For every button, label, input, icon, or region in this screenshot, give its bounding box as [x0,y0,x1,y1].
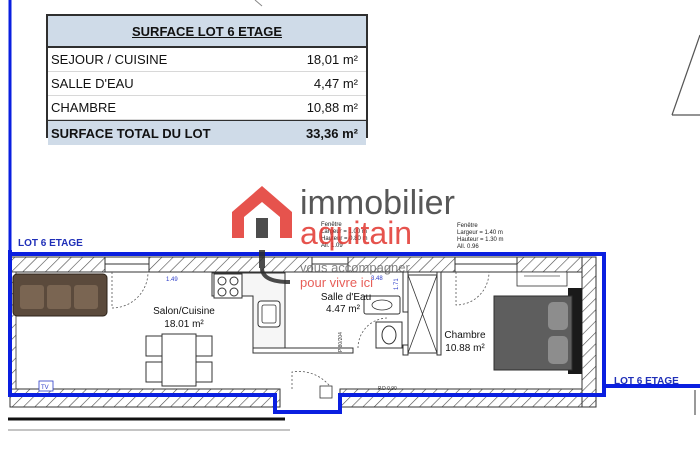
room-name-chambre: Chambre [444,330,486,341]
surface-row-label: SEJOUR / CUISINE [51,52,168,67]
window2-line2: Largeur = 1.40 m [457,230,503,236]
watermark-brand-line1: immobilier [300,184,455,222]
dim-2: 3.48 [371,276,383,282]
wardrobe [516,271,568,287]
surface-table-title: SURFACE LOT 6 ETAGE [132,23,282,39]
bath-door-swing [357,317,389,349]
top-mark [254,0,263,7]
window2-line4: All. 0.96 [457,244,479,250]
watermark-tagline2: pour vivre ici [300,275,373,290]
lot-label-left: LOT 6 ETAGE [18,238,83,249]
room-area-salon: 18.01 m² [164,319,204,330]
surface-row-salle-eau: SALLE D'EAU 4,47 m² [48,72,366,96]
surface-row-value: 10,88 m² [306,100,358,115]
toilet [381,325,397,345]
bed [493,288,582,374]
window-swing-1 [111,271,149,309]
window1-line4: All. 1.09 [321,243,343,249]
surface-row-total: SURFACE TOTAL DU LOT 33,36 m² [48,120,366,145]
dim-3: 1.71 [394,278,400,290]
surface-row-sejour: SEJOUR / CUISINE 18,01 m² [48,48,366,72]
surface-total-value: 33,36 m² [305,125,358,141]
bath-vanity [363,295,401,315]
lot-boundary-bottom [8,254,606,414]
window-swing-3 [455,271,490,306]
tv-label: TV [41,385,49,391]
bottom-label: P.D 0.90 [378,386,397,392]
surface-row-label: SALLE D'EAU [51,76,134,91]
window1-line1: Fenêtre [321,222,342,228]
surface-total-label: SURFACE TOTAL DU LOT [51,125,211,141]
partition-closet [436,271,442,356]
room-name-salon: Salon/Cuisine [153,306,215,317]
surface-row-chambre: CHAMBRE 10,88 m² [48,96,366,120]
surface-table: SURFACE LOT 6 ETAGE SEJOUR / CUISINE 18,… [46,14,368,145]
tv-symbol [38,380,54,392]
wall-right [581,256,597,408]
window1-line3: Hauteur = 0.80 m [321,236,368,242]
dining-table [145,333,213,387]
lot-label-right: LOT 6 ETAGE [614,376,679,387]
outer-outline-right [671,34,700,116]
window2-line1: Fenêtre [457,223,478,229]
watermark-tagline1: vous accompagner [300,260,411,275]
watermark-brand-line2: aquitain [300,215,412,251]
room-area-salle-eau: 4.47 m² [326,304,361,315]
entry-marker [319,385,333,399]
sofa [12,273,108,317]
partition-bath-chambre-bottom [402,344,409,356]
partition-bath-bottom [252,347,354,354]
room-area-chambre: 10.88 m² [445,343,485,354]
partition-bath-chambre-top [402,271,409,313]
surface-table-header: SURFACE LOT 6 ETAGE [48,16,366,48]
wall-bottom-left [9,388,281,408]
surface-row-value: 4,47 m² [313,76,358,91]
surface-row-label: CHAMBRE [51,100,117,115]
kitchen-sink [257,300,281,328]
surface-row-value: 18,01 m² [306,52,358,67]
door-label: P 80/204 [338,332,344,352]
dim-1: 1.49 [166,277,178,283]
watermark-logo [232,186,292,284]
entry-door-swing [291,371,333,390]
window1-line2: Largeur = 1.00 m [321,229,367,235]
lot-boundary-top [8,250,700,388]
room-name-salle-eau: Salle d'Eau [321,292,371,303]
window2-line3: Hauteur = 1.30 m [457,237,504,243]
